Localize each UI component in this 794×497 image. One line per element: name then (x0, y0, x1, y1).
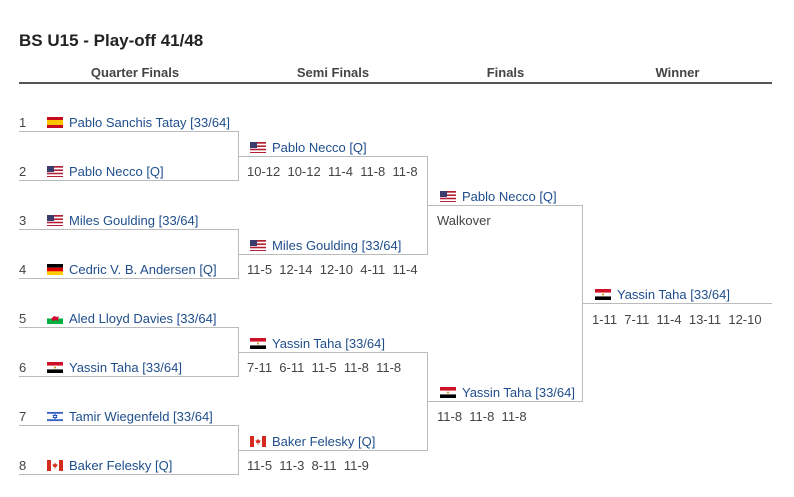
bracket-line (428, 205, 583, 206)
player-name[interactable]: Aled Lloyd Davies [33/64] (69, 311, 217, 326)
header-quarter-finals: Quarter Finals (90, 65, 180, 80)
player-name[interactable]: Pablo Necco [Q] (69, 164, 164, 179)
player-name[interactable]: Cedric V. B. Andersen [Q] (69, 262, 217, 277)
player-name[interactable]: Pablo Necco [Q] (462, 189, 557, 204)
player-link[interactable]: Aled Lloyd Davies [33/64] (47, 311, 216, 326)
player-name[interactable]: Yassin Taha [33/64] (69, 360, 182, 375)
player-link[interactable]: Baker Felesky [Q] (47, 458, 172, 473)
player-link[interactable]: Yassin Taha [33/64] (440, 385, 575, 400)
match-score: Walkover (437, 213, 491, 228)
player-link[interactable]: Pablo Sanchis Tatay [33/64] (47, 115, 230, 130)
usa-flag-icon (250, 142, 266, 153)
seed-number: 6 (19, 360, 27, 375)
bracket-line (582, 205, 583, 402)
usa-flag-icon (250, 240, 266, 251)
player-link[interactable]: Miles Goulding [33/64] (250, 238, 401, 253)
usa-flag-icon (440, 191, 456, 202)
seed-number: 2 (19, 164, 27, 179)
canada-flag-icon (47, 460, 63, 471)
seed-number: 8 (19, 458, 27, 473)
usa-flag-icon (47, 166, 63, 177)
player-name[interactable]: Yassin Taha [33/64] (272, 336, 385, 351)
bracket-line (239, 352, 428, 353)
bracket-line (19, 474, 239, 475)
header-divider (19, 82, 772, 84)
seed-number: 1 (19, 115, 27, 130)
bracket-line (19, 229, 239, 230)
bracket-line (19, 327, 239, 328)
spain-flag-icon (47, 117, 63, 128)
bracket-line (428, 401, 583, 402)
header-finals: Finals (486, 65, 525, 80)
bracket-line (427, 156, 428, 255)
player-name[interactable]: Miles Goulding [33/64] (272, 238, 402, 253)
bracket-line (239, 156, 428, 157)
seed-number: 4 (19, 262, 27, 277)
bracket-line (427, 352, 428, 451)
bracket-line (19, 180, 239, 181)
match-score: 11-5 12-14 12-10 4-11 11-4 (247, 262, 418, 277)
bracket-line (238, 425, 239, 475)
header-semi-finals: Semi Finals (296, 65, 370, 80)
bracket-line (238, 131, 239, 181)
player-name[interactable]: Pablo Sanchis Tatay [33/64] (69, 115, 230, 130)
match-score: 11-8 11-8 11-8 (437, 409, 527, 424)
egypt-flag-icon (595, 289, 611, 300)
player-name[interactable]: Baker Felesky [Q] (272, 434, 376, 449)
player-name[interactable]: Yassin Taha [33/64] (462, 385, 575, 400)
match-score: 10-12 10-12 11-4 11-8 11-8 (247, 164, 418, 179)
bracket-line (238, 327, 239, 377)
player-name[interactable]: Miles Goulding [33/64] (69, 213, 199, 228)
bracket-line (19, 376, 239, 377)
usa-flag-icon (47, 215, 63, 226)
seed-number: 5 (19, 311, 27, 326)
player-link[interactable]: Yassin Taha [33/64] (595, 287, 730, 302)
page-title: BS U15 - Play-off 41/48 (19, 31, 204, 50)
egypt-flag-icon (47, 362, 63, 373)
bracket-line (19, 278, 239, 279)
seed-number: 7 (19, 409, 27, 424)
seed-number: 3 (19, 213, 27, 228)
player-link[interactable]: Pablo Necco [Q] (250, 140, 367, 155)
bracket-line (238, 229, 239, 279)
match-score: 11-5 11-3 8-11 11-9 (247, 458, 369, 473)
israel-flag-icon (47, 411, 63, 422)
egypt-flag-icon (440, 387, 456, 398)
player-link[interactable]: Pablo Necco [Q] (440, 189, 557, 204)
player-name[interactable]: Tamir Wiegenfeld [33/64] (69, 409, 213, 424)
player-link[interactable]: Pablo Necco [Q] (47, 164, 164, 179)
bracket-line (239, 254, 428, 255)
bracket-line (583, 303, 772, 304)
player-link[interactable]: Tamir Wiegenfeld [33/64] (47, 409, 213, 424)
wales-flag-icon (47, 313, 63, 324)
player-name[interactable]: Baker Felesky [Q] (69, 458, 173, 473)
player-link[interactable]: Yassin Taha [33/64] (47, 360, 182, 375)
player-link[interactable]: Yassin Taha [33/64] (250, 336, 385, 351)
germany-flag-icon (47, 264, 63, 275)
match-score: 7-11 6-11 11-5 11-8 11-8 (247, 360, 402, 375)
player-link[interactable]: Cedric V. B. Andersen [Q] (47, 262, 217, 277)
bracket-line (19, 131, 239, 132)
bracket-line (19, 425, 239, 426)
player-name[interactable]: Yassin Taha [33/64] (617, 287, 730, 302)
match-score: 1-11 7-11 11-4 13-11 12-10 (592, 312, 762, 327)
player-name[interactable]: Pablo Necco [Q] (272, 140, 367, 155)
bracket-line (239, 450, 428, 451)
player-link[interactable]: Miles Goulding [33/64] (47, 213, 198, 228)
canada-flag-icon (250, 436, 266, 447)
player-link[interactable]: Baker Felesky [Q] (250, 434, 375, 449)
header-winner: Winner (655, 65, 700, 80)
egypt-flag-icon (250, 338, 266, 349)
